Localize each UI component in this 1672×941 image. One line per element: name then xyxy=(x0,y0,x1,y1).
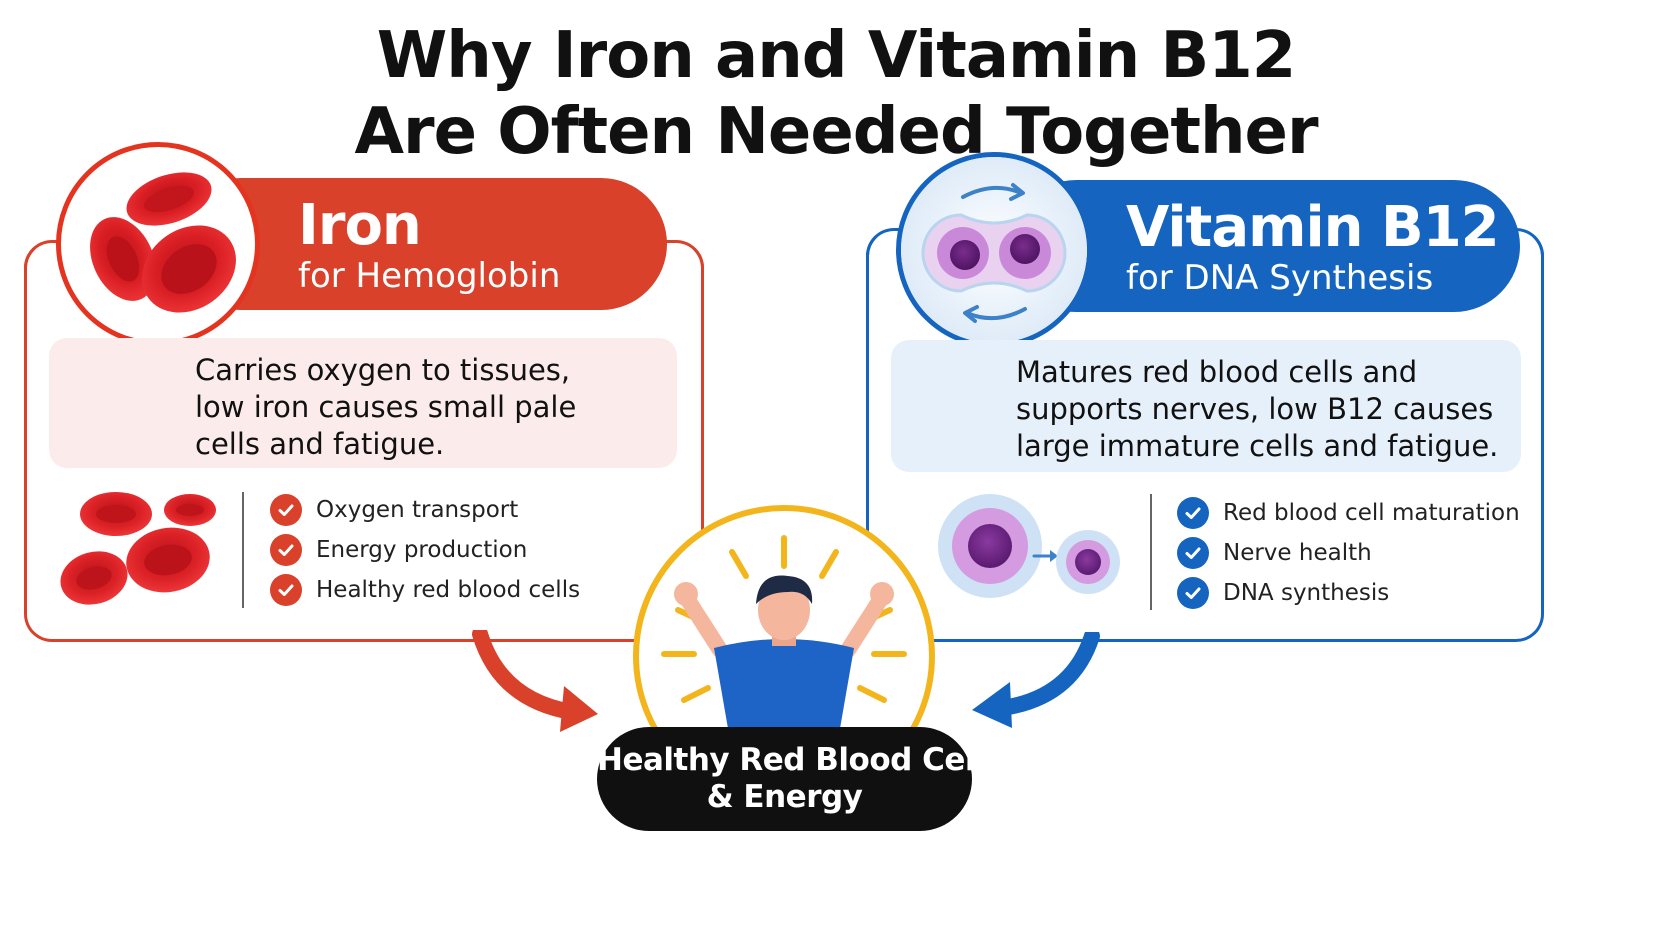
cell-maturation-illustration xyxy=(938,494,1120,598)
iron-description-line-1: Carries oxygen to tissues, xyxy=(195,353,571,387)
check-icon xyxy=(1177,577,1209,609)
list-item: Healthy red blood cells xyxy=(270,570,580,610)
b12-description-line-2: supports nerves, low B12 causes xyxy=(1016,392,1494,426)
benefit-label: Oxygen transport xyxy=(316,497,519,523)
iron-arrow xyxy=(472,630,598,732)
title-line-1: Why Iron and Vitamin B12 xyxy=(376,19,1297,93)
check-icon xyxy=(270,534,302,566)
b12-benefits-list: Red blood cell maturation Nerve health D… xyxy=(1177,493,1520,613)
list-item: Oxygen transport xyxy=(270,490,580,530)
benefit-label: Healthy red blood cells xyxy=(316,577,581,603)
outcome-label: Healthy Red Blood Cells & Energy xyxy=(597,727,1004,831)
b12-heading: Vitamin B12 xyxy=(1126,195,1500,260)
iron-subheading: for Hemoglobin xyxy=(298,256,561,296)
iron-divider xyxy=(242,492,244,608)
page-title: Why Iron and Vitamin B12 Are Often Neede… xyxy=(0,18,1672,170)
b12-description: Matures red blood cells and supports ner… xyxy=(891,340,1521,472)
title-line-2: Are Often Needed Together xyxy=(354,95,1318,169)
check-icon xyxy=(270,574,302,606)
b12-banner: Vitamin B12 for DNA Synthesis xyxy=(1010,180,1520,312)
iron-description-line-2: low iron causes small pale xyxy=(195,390,577,424)
list-item: DNA synthesis xyxy=(1177,573,1520,613)
check-icon xyxy=(1177,497,1209,529)
b12-badge xyxy=(896,152,1092,348)
list-item: Nerve health xyxy=(1177,533,1520,573)
red-blood-cells-illustration xyxy=(60,492,216,605)
red-blood-cells-icon xyxy=(90,172,236,313)
b12-description-line-1: Matures red blood cells and xyxy=(1016,355,1418,389)
outcome-label-line-2: & Energy xyxy=(706,779,863,815)
b12-arrow xyxy=(972,632,1100,728)
b12-divider xyxy=(1150,494,1152,610)
energetic-person-icon xyxy=(633,505,935,730)
benefit-label: Energy production xyxy=(316,537,528,563)
outcome-label-line-1: Healthy Red Blood Cells xyxy=(597,742,1004,778)
check-icon xyxy=(1177,537,1209,569)
iron-badge xyxy=(56,142,260,346)
benefit-label: DNA synthesis xyxy=(1223,580,1390,606)
iron-description-line-3: cells and fatigue. xyxy=(195,427,445,461)
b12-description-line-3: large immature cells and fatigue. xyxy=(1016,429,1499,463)
b12-subheading: for DNA Synthesis xyxy=(1126,258,1434,298)
iron-banner: Iron for Hemoglobin xyxy=(175,178,667,310)
list-item: Energy production xyxy=(270,530,580,570)
list-item: Red blood cell maturation xyxy=(1177,493,1520,533)
iron-heading: Iron xyxy=(298,193,422,258)
benefit-label: Red blood cell maturation xyxy=(1223,500,1520,526)
dividing-cell-icon xyxy=(901,157,1087,343)
check-icon xyxy=(270,494,302,526)
iron-panel xyxy=(24,240,704,642)
benefit-label: Nerve health xyxy=(1223,540,1372,566)
b12-panel xyxy=(866,228,1544,642)
iron-description: Carries oxygen to tissues, low iron caus… xyxy=(49,338,677,468)
iron-benefits-list: Oxygen transport Energy production Healt… xyxy=(270,490,580,610)
